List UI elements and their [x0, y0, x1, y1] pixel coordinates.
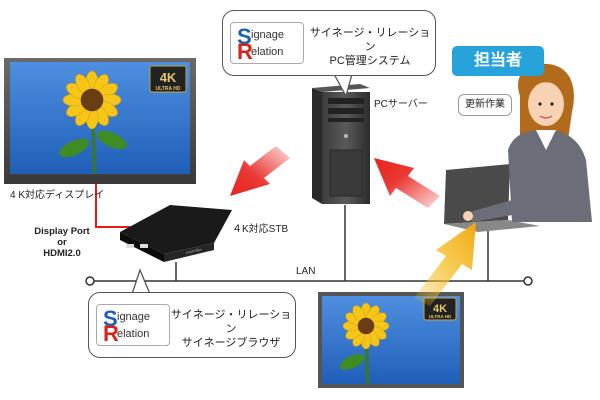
pc-server-tower [312, 84, 370, 204]
svg-text:controller: controller [185, 247, 203, 255]
red-arrow-laptop-to-server [374, 158, 440, 208]
svg-text:4K: 4K [160, 70, 177, 85]
stb-callout [88, 292, 296, 358]
server-callout-text: サイネージ・リレーション PC管理システム [309, 27, 431, 67]
display-label: 4 K対応ディスプレイ [10, 190, 105, 201]
sunflower-image [59, 70, 127, 175]
4k-ultra-hd-badge-small: 4K ULTRA HD [423, 297, 457, 321]
svg-text:ULTRA HD: ULTRA HD [156, 86, 181, 92]
pc-server-label: PCサーバー [374, 99, 428, 110]
signage-relation-logo-stb: S ignage R elation [96, 304, 170, 346]
lan-network-line [85, 205, 533, 286]
staff-person-illustration [463, 63, 592, 222]
stb-label: ４K対応STB [232, 224, 289, 235]
svg-text:ULTRA HD: ULTRA HD [429, 314, 452, 319]
content-monitor-4k: 4K ULTRA HD [318, 292, 464, 388]
set-top-box: controller [120, 205, 232, 262]
red-arrow-server-to-stb [230, 146, 290, 196]
update-work-badge: 更新作業 [458, 94, 512, 116]
svg-text:4K: 4K [433, 303, 447, 315]
display-cable [95, 178, 130, 228]
connection-type-label: Display Port or HDMI2.0 [34, 226, 90, 259]
signage-relation-logo-server: S ignage R elation [230, 22, 304, 64]
stb-callout-text: サイネージ・リレーション サイネージブラウザ [170, 309, 292, 349]
lan-label: LAN [296, 266, 316, 277]
staff-badge: 担当者 [452, 46, 544, 76]
4k-display-screen: 4K ULTRA HD [4, 58, 196, 184]
4k-ultra-hd-badge: 4K ULTRA HD [149, 65, 187, 93]
yellow-arrow-monitor-to-laptop [414, 222, 476, 306]
